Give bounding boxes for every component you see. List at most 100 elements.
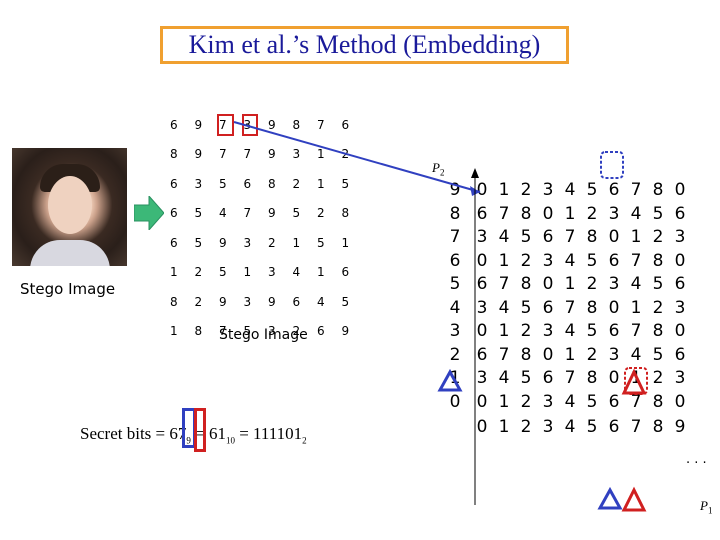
matrix-cell: 5 <box>652 274 664 294</box>
matrix-cell: 1 <box>498 250 510 271</box>
matrix-cell: 8 <box>652 391 664 412</box>
grid-cell: 5 <box>194 235 203 250</box>
grid-cell: 8 <box>292 117 301 132</box>
grid-cell: 6 <box>292 294 301 309</box>
y-axis-label: 8 <box>449 203 461 224</box>
grid-cell: 4 <box>292 265 301 280</box>
axis-p1-label: P1 <box>700 498 712 516</box>
grid-cell: 2 <box>292 176 301 191</box>
matrix-cell: 7 <box>630 180 642 200</box>
grid-cell: 2 <box>194 265 203 280</box>
matrix-cell: 3 <box>674 227 686 247</box>
matrix-cell: 6 <box>542 297 554 318</box>
matrix-cell: 5 <box>652 203 664 224</box>
matrix-cell: 0 <box>608 297 620 318</box>
grid-cell: 8 <box>170 147 178 162</box>
x-axis-label: 8 <box>652 417 664 437</box>
matrix-cell: 5 <box>520 297 532 318</box>
matrix-cell: 0 <box>542 203 554 224</box>
matrix-cell: 8 <box>652 250 664 271</box>
matrix-cell: 3 <box>476 297 488 318</box>
grid-cell: 1 <box>317 265 325 280</box>
green-arrow-icon <box>134 196 164 230</box>
x-axis-label: 4 <box>564 417 576 437</box>
grid-cell: 5 <box>292 206 301 221</box>
grid-cell: 6 <box>170 117 178 132</box>
grid-cell: 7 <box>219 147 227 162</box>
left-stego-label: Stego Image <box>20 280 116 298</box>
matrix-cell: 7 <box>564 368 576 388</box>
matrix-cell: 1 <box>498 391 510 412</box>
secret-base2: 2 <box>302 435 307 446</box>
pointer-line <box>233 121 481 193</box>
matrix-cell: 2 <box>652 227 664 247</box>
matrix-cell: 6 <box>476 274 488 294</box>
grid-cell: 2 <box>292 324 301 339</box>
matrix-cell: 5 <box>586 250 598 271</box>
matrix-cell: 8 <box>652 321 664 341</box>
matrix-cell: 7 <box>498 274 510 294</box>
photo-shirt <box>30 240 110 266</box>
y-axis-arrow <box>471 168 479 178</box>
grid-cell: 7 <box>243 206 252 221</box>
matrix-cell: 5 <box>586 180 598 200</box>
red-triangle-marker <box>621 368 647 395</box>
stego-photo <box>12 148 127 266</box>
grid-cell: 9 <box>268 117 276 132</box>
matrix-cell: 8 <box>652 180 664 200</box>
matrix-cell: 7 <box>630 321 642 341</box>
matrix-cell: 0 <box>674 391 686 412</box>
matrix-cell: 8 <box>586 227 598 247</box>
ellipsis: · · · <box>686 456 707 471</box>
grid-cell: 4 <box>219 206 227 221</box>
x-axis-label: 2 <box>520 417 532 437</box>
matrix-cell: 3 <box>608 203 620 224</box>
matrix-cell: 0 <box>608 368 620 388</box>
y-axis-label: 0 <box>449 391 461 412</box>
grid-cell: 1 <box>243 265 252 280</box>
matrix-cell: 0 <box>674 180 686 200</box>
matrix-cell: 2 <box>586 344 598 365</box>
matrix-cell: 6 <box>608 250 620 271</box>
grid-cell: 3 <box>243 294 252 309</box>
matrix-cell: 6 <box>542 227 554 247</box>
x-axis-label: 0 <box>476 417 488 437</box>
grid-cell: 5 <box>317 235 325 250</box>
title-box: Kim et al.’s Method (Embedding) <box>160 26 569 64</box>
grid-cell: 1 <box>170 265 178 280</box>
matrix-cell: 3 <box>476 227 488 247</box>
matrix-cell: 3 <box>674 368 686 388</box>
matrix-cell: 3 <box>542 321 554 341</box>
matrix-cell: 6 <box>476 203 488 224</box>
grid-cell: 9 <box>219 235 227 250</box>
grid-cell: 8 <box>170 294 178 309</box>
axis-p1-sub: 1 <box>707 505 713 516</box>
y-axis-label: 7 <box>449 227 461 247</box>
matrix-cell: 4 <box>498 227 510 247</box>
y-axis-label: 2 <box>449 344 461 365</box>
grid-cell: 6 <box>170 206 178 221</box>
y-axis-label: 3 <box>449 321 461 341</box>
grid-cell: 3 <box>292 147 301 162</box>
matrix-cell: 0 <box>674 321 686 341</box>
matrix-cell: 7 <box>630 391 642 412</box>
matrix-cell: 7 <box>630 250 642 271</box>
matrix-cell: 1 <box>564 344 576 365</box>
matrix-cell: 0 <box>476 321 488 341</box>
secret-base10: 10 <box>225 435 235 446</box>
y-axis-label: 6 <box>449 250 461 271</box>
matrix-cell: 2 <box>586 274 598 294</box>
grid-cell: 5 <box>194 206 203 221</box>
grid-cell: 9 <box>268 147 276 162</box>
matrix-cell: 5 <box>652 344 664 365</box>
grid-cell: 8 <box>341 206 350 221</box>
matrix-cell: 3 <box>674 297 686 318</box>
x-axis-label: 1 <box>498 417 510 437</box>
matrix-cell: 4 <box>630 203 642 224</box>
matrix-cell: 2 <box>520 250 532 271</box>
matrix-cell: 7 <box>498 203 510 224</box>
